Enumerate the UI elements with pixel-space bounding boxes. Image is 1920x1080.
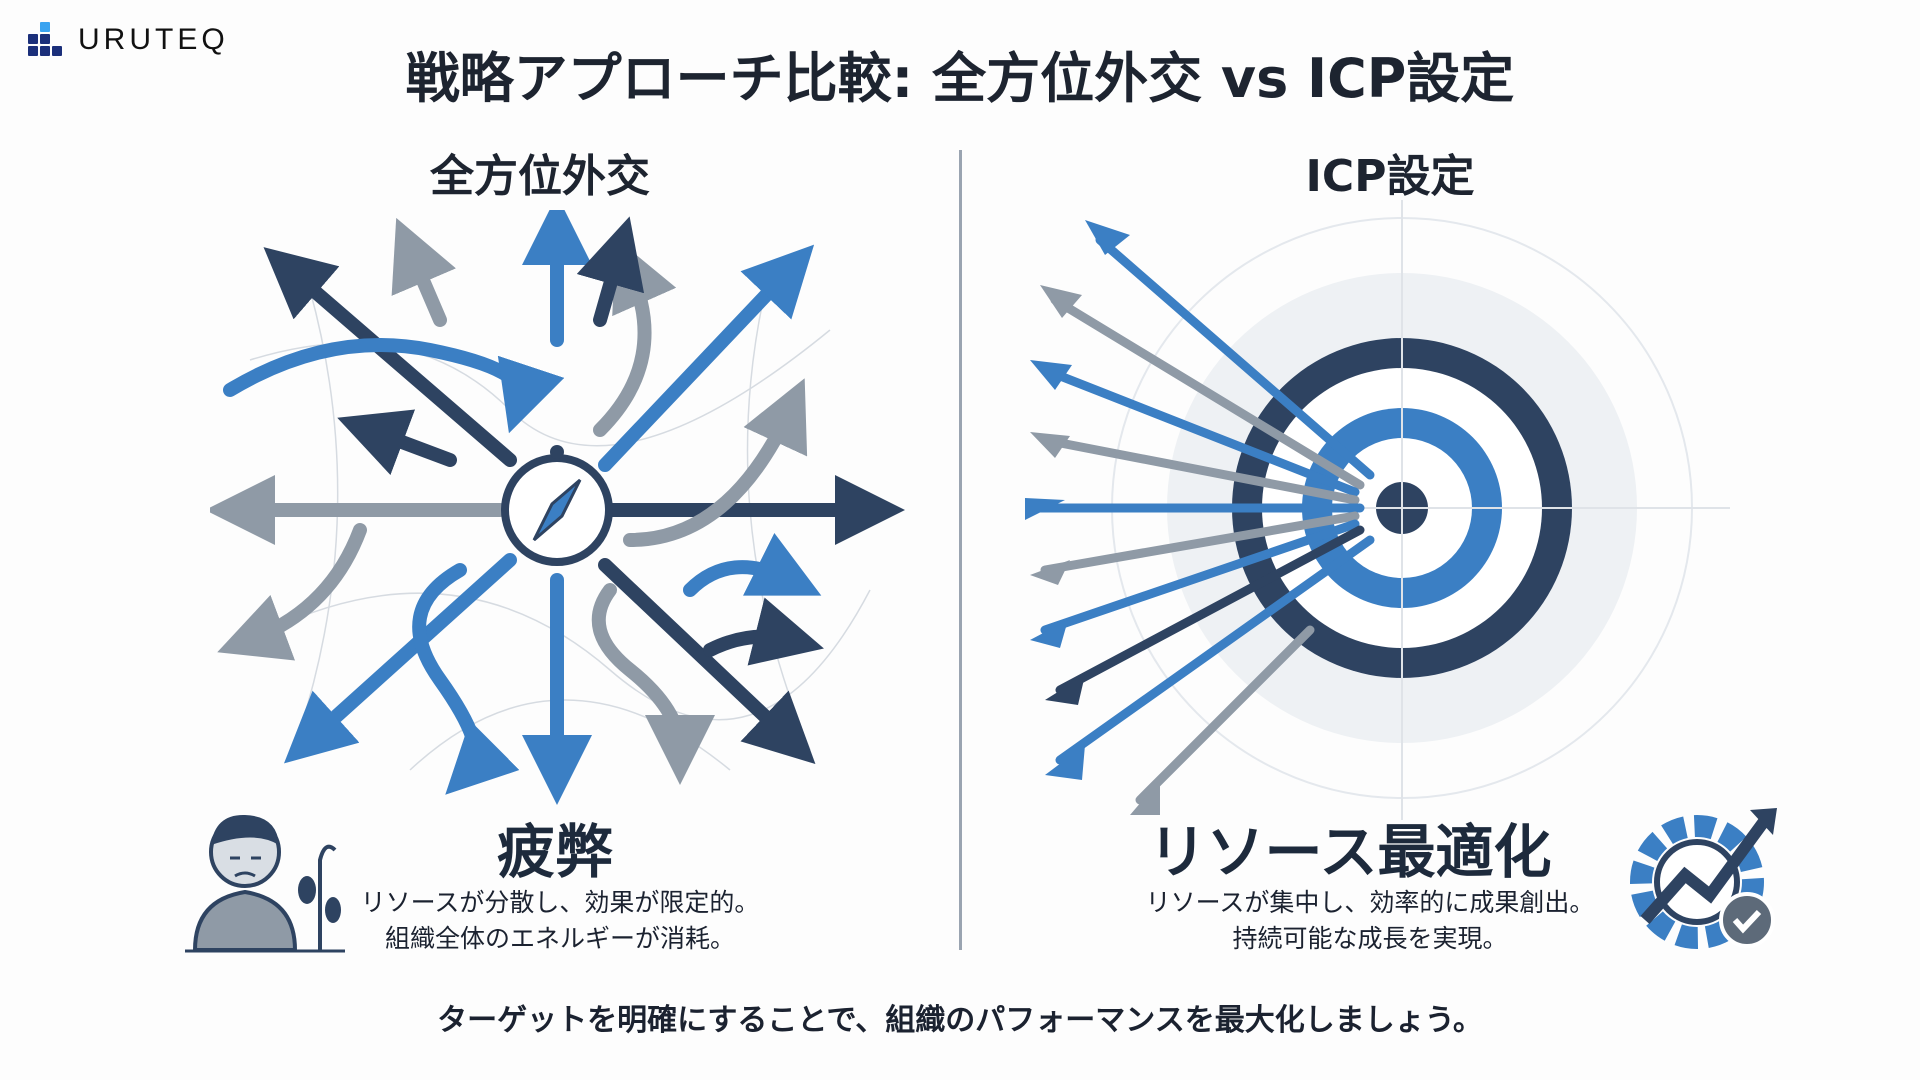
- left-heading: 全方位外交: [430, 151, 650, 202]
- scattered-arrows-illustration: [210, 210, 905, 805]
- logo-blocks-icon: [28, 22, 62, 56]
- target-arrows-illustration: [1025, 200, 1730, 820]
- compass-icon: [501, 445, 613, 566]
- page-title: 戦略アプローチ比較: 全方位外交 vs ICP設定: [405, 47, 1515, 110]
- right-description: リソースが集中し、効率的に成果創出。 持続可能な成長を実現。: [1070, 885, 1670, 957]
- left-description: リソースが分散し、効果が限定的。 組織全体のエネルギーが消耗。: [260, 885, 860, 957]
- right-heading: ICP設定: [1305, 151, 1475, 202]
- divider: [959, 150, 962, 950]
- right-description-line: 持続可能な成長を実現。: [1232, 924, 1508, 953]
- logo: URUTEQ: [26, 22, 229, 58]
- left-result-label: 疲弊: [496, 818, 613, 886]
- left-description-line: 組織全体のエネルギーが消耗。: [384, 924, 735, 953]
- footer-message: ターゲットを明確にすることで、組織のパフォーマンスを最大化しましょう。: [437, 1003, 1483, 1038]
- left-description-line: リソースが分散し、効果が限定的。: [360, 888, 760, 917]
- tired-person-icon: [185, 814, 345, 953]
- right-result-label: リソース最適化: [1148, 818, 1552, 886]
- gear-growth-icon: [1630, 808, 1777, 949]
- right-description-line: リソースが集中し、効率的に成果創出。: [1145, 888, 1595, 917]
- logo-text: URUTEQ: [78, 23, 229, 56]
